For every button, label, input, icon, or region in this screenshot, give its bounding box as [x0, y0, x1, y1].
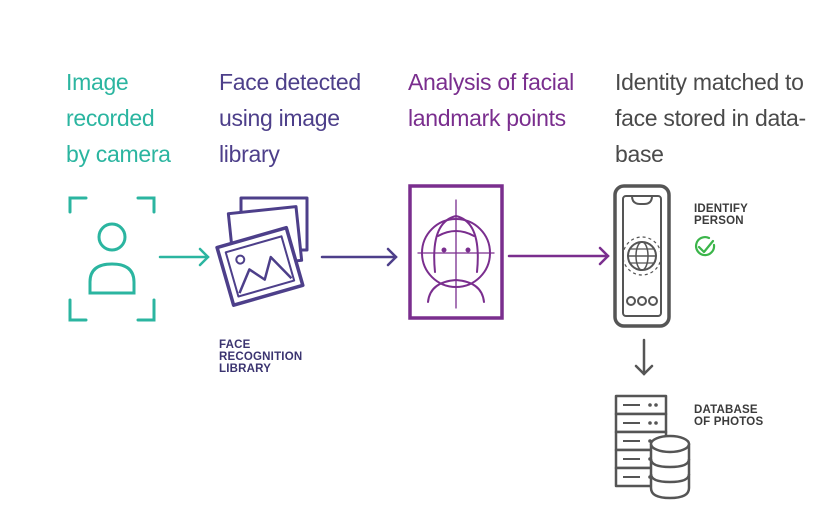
step-2-title-line: using image: [219, 105, 340, 131]
label-line: PERSON: [694, 215, 744, 227]
step-4-title-line: face stored in data-: [615, 105, 806, 131]
photo-stack-icon: [215, 196, 309, 307]
step-1-title-line: by camera: [66, 141, 171, 167]
face-landmark-icon: [408, 184, 504, 320]
server-database-icon: [614, 394, 691, 500]
step-1-title-line: Image: [66, 69, 129, 95]
check-circle-icon: [695, 236, 716, 257]
step-3-title: Analysis of facial landmark points: [408, 64, 574, 136]
step-1-title-line: recorded: [66, 105, 155, 131]
label-line: IDENTIFY: [694, 203, 748, 215]
step-4-title-line: base: [615, 141, 664, 167]
arrow-3: [507, 246, 610, 266]
identify-person-label: IDENTIFY PERSON: [694, 203, 748, 227]
label-line: RECOGNITION: [219, 351, 303, 363]
step-4-title: Identity matched to face stored in data-…: [615, 64, 806, 172]
label-line: DATABASE: [694, 404, 758, 416]
user-scan-icon: [68, 196, 156, 322]
step-1-title: Image recorded by camera: [66, 64, 171, 172]
label-line: OF PHOTOS: [694, 416, 764, 428]
step-4-title-line: Identity matched to: [615, 69, 804, 95]
step-3-title-line: landmark points: [408, 105, 566, 131]
face-recognition-library-label: FACE RECOGNITION LIBRARY: [219, 339, 302, 375]
label-line: LIBRARY: [219, 363, 272, 375]
step-3-title-line: Analysis of facial: [408, 69, 574, 95]
arrow-down: [634, 338, 654, 376]
label-line: FACE: [219, 339, 251, 351]
arrow-1: [158, 247, 210, 267]
arrow-2: [320, 247, 398, 267]
step-2-title-line: library: [219, 141, 280, 167]
phone-globe-icon: [613, 184, 671, 328]
database-of-photos-label: DATABASE OF PHOTOS: [694, 404, 763, 428]
step-2-title: Face detected using image library: [219, 64, 361, 172]
step-2-title-line: Face detected: [219, 69, 361, 95]
